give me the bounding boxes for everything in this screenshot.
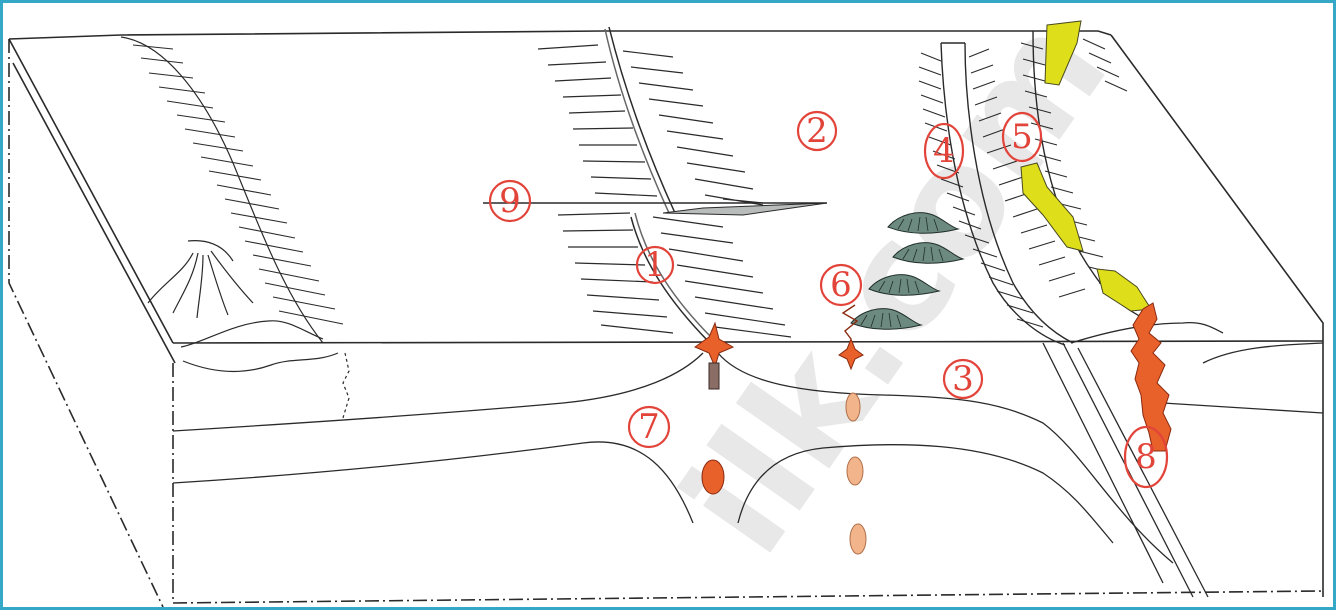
ridge-hachures-upper bbox=[538, 45, 763, 205]
plate-tectonics-block-diagram: ilk.com bbox=[3, 3, 1333, 607]
label-2-text: 2 bbox=[806, 111, 828, 151]
label-4-text: 4 bbox=[933, 131, 955, 171]
label-6-text: 6 bbox=[830, 265, 852, 305]
label-3: 3 bbox=[944, 359, 982, 399]
label-7-text: 7 bbox=[638, 407, 660, 447]
ridge-faults bbox=[483, 27, 827, 341]
label-2: 2 bbox=[798, 111, 836, 151]
slope-hachures-left bbox=[133, 45, 343, 324]
block-outline bbox=[9, 31, 1323, 607]
transform-fault-wedge bbox=[663, 203, 827, 215]
label-9: 9 bbox=[490, 181, 530, 221]
label-9-text: 9 bbox=[499, 181, 521, 221]
label-7: 7 bbox=[629, 407, 669, 447]
continental-margin bbox=[121, 37, 349, 418]
label-1-text: 1 bbox=[644, 245, 666, 285]
label-3-text: 3 bbox=[952, 359, 974, 399]
label-8-text: 8 bbox=[1135, 437, 1157, 477]
ridge-hachures-lower bbox=[558, 213, 791, 337]
label-5-text: 5 bbox=[1011, 117, 1033, 157]
magma-chamber bbox=[702, 460, 724, 494]
